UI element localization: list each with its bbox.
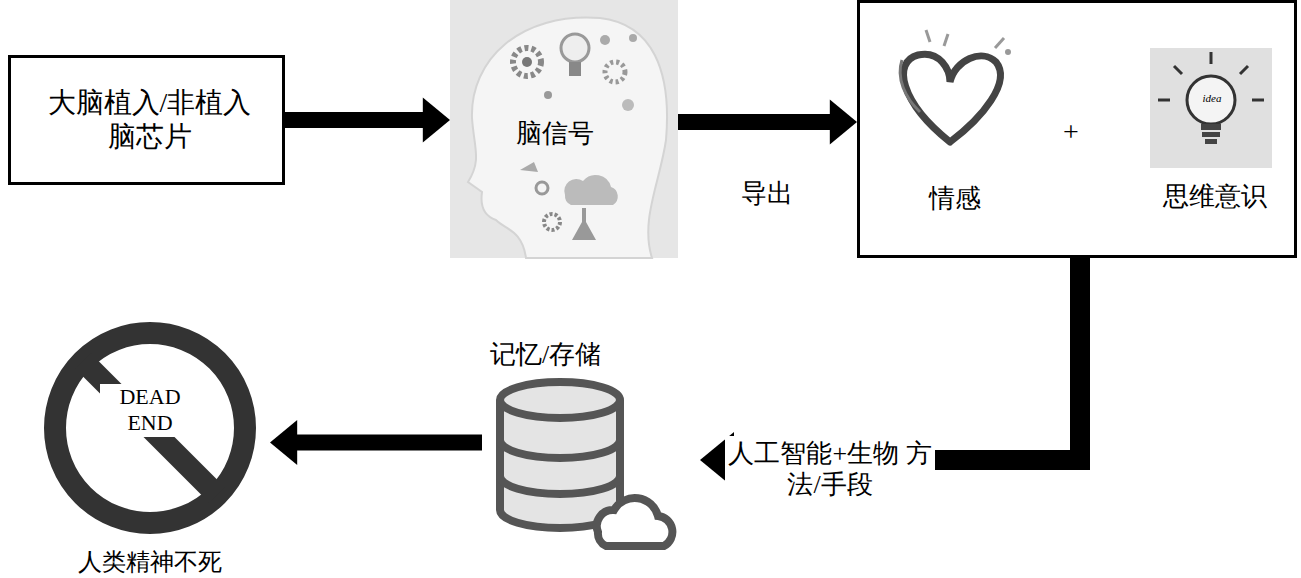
arrow-head (830, 100, 857, 145)
no-entry-sign (55, 333, 245, 523)
node-text: 人类精神不死 (30, 548, 270, 577)
emotion-icon: 情感 (880, 33, 1030, 223)
node-text: + (1056, 115, 1086, 149)
node-text: 大脑植入/非植入 脑芯片 (31, 86, 268, 153)
node-text: DEAD END (100, 384, 200, 437)
node-text: 记忆/存储 (490, 339, 690, 370)
group-box: + 情感 思维意识 (857, 0, 1297, 258)
arrow-line (285, 112, 424, 128)
connector (285, 98, 450, 143)
arrow-line (678, 114, 831, 130)
head-illustration (450, 0, 678, 258)
node-text: 情感 (880, 183, 1030, 214)
edge-label: 人工智能+生物 方法/手段 (725, 436, 935, 502)
arrow-line (733, 258, 1080, 460)
node-text: 思维意识 (1150, 181, 1280, 212)
dead-end-sign: DEAD END 人类精神不死 (30, 318, 270, 578)
process-box: 大脑植入/非植入 脑芯片 (8, 55, 285, 185)
edge-label: 导出 (737, 176, 797, 211)
icon-label: idea (1192, 92, 1232, 105)
connector (678, 100, 857, 145)
arrow-line (296, 435, 482, 451)
heart-icon (900, 30, 1011, 142)
storage-icon: 记忆/存储 (482, 335, 700, 550)
thought-icon: 思维意识 (1150, 48, 1280, 248)
brain-signal-panel: 脑信号 (450, 0, 678, 258)
bulb-icon (1150, 48, 1272, 168)
arrow-head (270, 420, 297, 465)
connector (270, 420, 482, 465)
arrow-head (423, 98, 450, 143)
database-icon (500, 382, 672, 546)
node-text: 脑信号 (500, 118, 610, 149)
